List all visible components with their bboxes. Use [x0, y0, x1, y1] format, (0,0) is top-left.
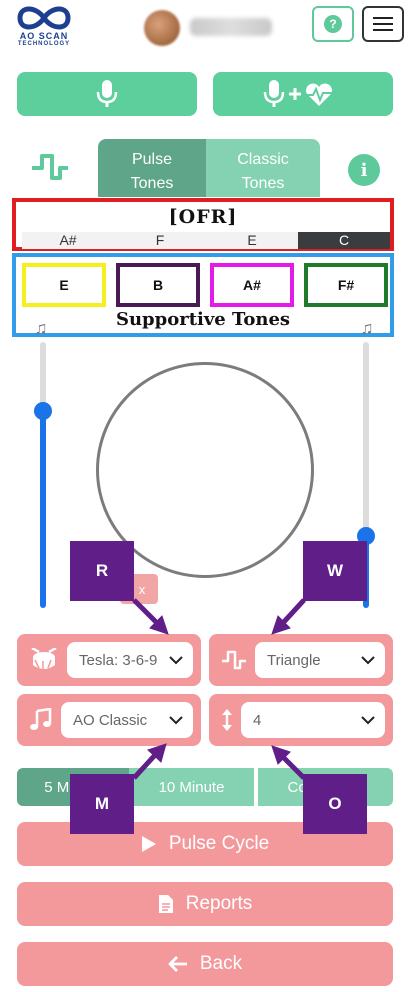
- voice-heart-scan-button[interactable]: [213, 72, 393, 116]
- menu-button[interactable]: [362, 6, 404, 42]
- sequence-value: Tesla: 3-6-9: [79, 651, 158, 669]
- music-note-icon: ♫: [34, 318, 48, 338]
- back-button[interactable]: Back: [17, 942, 393, 986]
- microphone-plus-heartbeat-icon: [263, 80, 335, 107]
- supportive-tone-button[interactable]: A#: [210, 263, 294, 307]
- annotation-marker-o: O: [303, 774, 367, 834]
- hamburger-line: [373, 29, 393, 31]
- ofr-panel: [OFR] A# F E C: [12, 198, 394, 251]
- music-note-icon: ♫: [360, 318, 374, 338]
- music-panel: AO Classic: [17, 694, 201, 746]
- tab-classic-tones[interactable]: Classic Tones: [206, 139, 320, 197]
- annotation-marker-r: R: [70, 541, 134, 601]
- right-slider-track: [363, 342, 369, 608]
- reports-button[interactable]: Reports: [17, 882, 393, 926]
- ofr-title: [OFR]: [168, 206, 238, 228]
- reports-label: Reports: [185, 893, 253, 914]
- pulse-wave-icon: [222, 650, 246, 670]
- microphone-icon: [96, 80, 118, 107]
- sequence-select[interactable]: Tesla: 3-6-9: [67, 642, 193, 678]
- supportive-tone-button[interactable]: F#: [304, 263, 388, 307]
- hamburger-line: [373, 17, 393, 19]
- document-icon: [158, 895, 173, 913]
- octave-panel: 4: [209, 694, 393, 746]
- vertical-arrows-icon: [222, 709, 232, 731]
- drum-icon: [31, 648, 57, 669]
- left-slider-fill: [40, 411, 46, 608]
- square-wave-icon: [32, 154, 68, 180]
- ofr-tone[interactable]: F: [114, 232, 206, 249]
- octave-select[interactable]: 4: [241, 702, 385, 738]
- ofr-tone[interactable]: A#: [22, 232, 114, 249]
- logo-line2: TECHNOLOGY: [17, 41, 71, 47]
- infinity-logo-icon: [17, 6, 71, 30]
- logo-text: AO SCAN TECHNOLOGY: [10, 32, 78, 48]
- arrow-left-icon: [168, 956, 187, 972]
- back-label: Back: [199, 953, 243, 974]
- supportive-tones-panel: E B A# F# Supportive Tones: [12, 253, 394, 337]
- avatar[interactable]: [144, 10, 180, 46]
- tab-pulse-line1: Pulse: [131, 151, 173, 168]
- tone-visualizer-circle[interactable]: [96, 362, 314, 578]
- ofr-tone[interactable]: E: [206, 232, 298, 249]
- duration-10-minute[interactable]: 10 Minute: [129, 768, 254, 806]
- chevron-down-icon: [169, 656, 183, 665]
- user-name-blurred: [190, 18, 272, 36]
- music-select[interactable]: AO Classic: [61, 702, 193, 738]
- left-volume-slider[interactable]: [34, 342, 52, 608]
- music-value: AO Classic: [73, 711, 148, 729]
- music-note-icon: [30, 708, 52, 730]
- tab-pulse-line2: Tones: [130, 175, 174, 192]
- waveform-value: Triangle: [267, 651, 321, 669]
- tab-pulse-tones[interactable]: Pulse Tones: [98, 139, 206, 197]
- tab-classic-line2: Tones: [241, 175, 285, 192]
- question-icon: ?: [324, 15, 342, 33]
- ofr-tone-active[interactable]: C: [298, 232, 390, 249]
- annotation-marker-w: W: [303, 541, 367, 601]
- help-button[interactable]: ?: [312, 6, 354, 42]
- tab-classic-line1: Classic: [237, 151, 289, 168]
- chevron-down-icon: [169, 716, 183, 725]
- chevron-down-icon: [361, 716, 375, 725]
- play-icon: [141, 836, 156, 852]
- ao-scan-logo[interactable]: AO SCAN TECHNOLOGY: [10, 4, 78, 50]
- supportive-tones-label: Supportive Tones: [115, 309, 291, 330]
- pulse-cycle-label: Pulse Cycle: [168, 833, 270, 854]
- waveform-panel: Triangle: [209, 634, 393, 686]
- sequence-panel: Tesla: 3-6-9: [17, 634, 201, 686]
- supportive-tone-button[interactable]: B: [116, 263, 200, 307]
- logo-line1: AO SCAN: [19, 31, 69, 41]
- left-slider-thumb[interactable]: [34, 402, 52, 420]
- right-slider-thumb[interactable]: [357, 527, 375, 545]
- supportive-tone-button[interactable]: E: [22, 263, 106, 307]
- info-icon[interactable]: i: [348, 154, 380, 186]
- waveform-select[interactable]: Triangle: [255, 642, 385, 678]
- voice-scan-button[interactable]: [17, 72, 197, 116]
- octave-value: 4: [253, 711, 262, 729]
- annotation-marker-m: M: [70, 774, 134, 834]
- ofr-tone-row: A# F E C: [22, 232, 390, 249]
- hamburger-line: [373, 23, 393, 25]
- chevron-down-icon: [361, 656, 375, 665]
